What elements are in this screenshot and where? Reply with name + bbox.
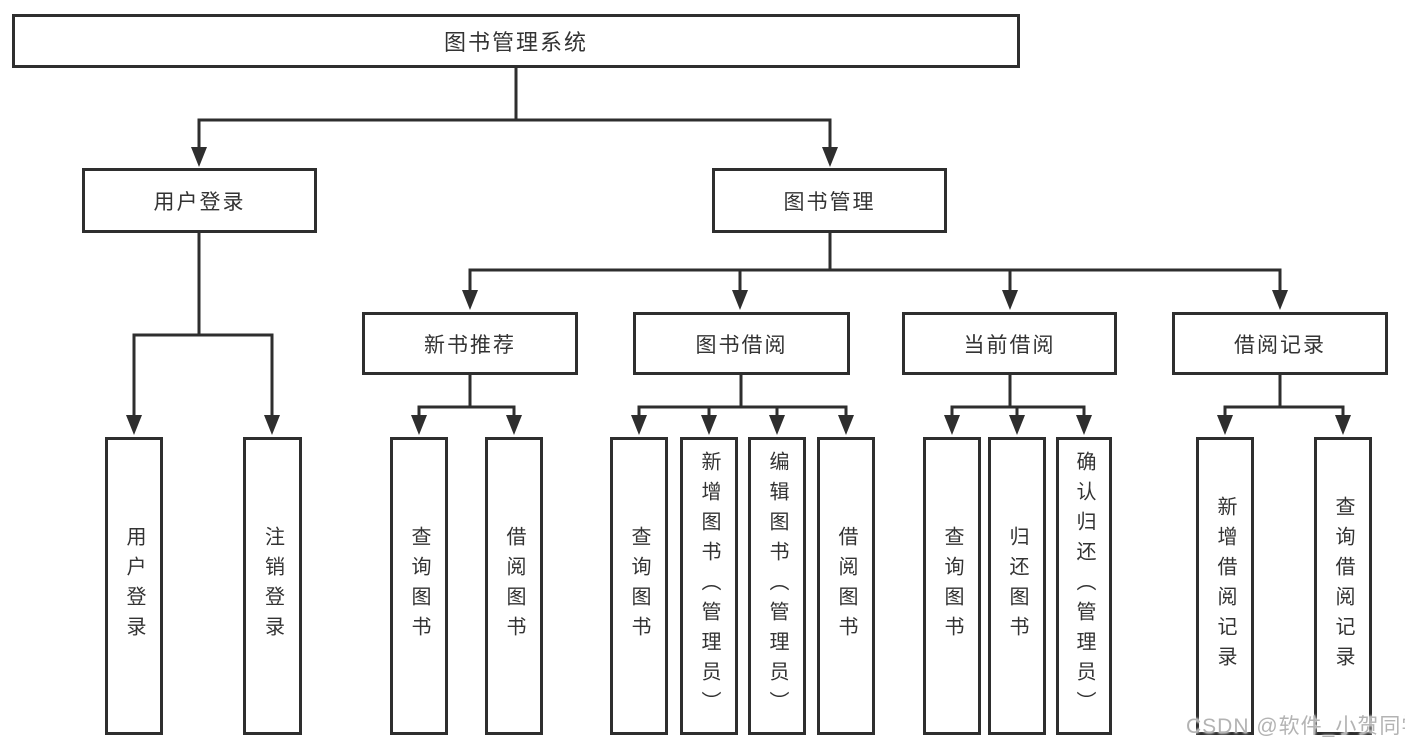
- leaf-logout-label: 注销登录: [261, 526, 284, 646]
- arrowheads: [126, 147, 1351, 435]
- csdn-watermark: CSDN @软件_小贺同学: [1186, 715, 1405, 738]
- node-current-borrowing: 当前借阅: [902, 312, 1117, 375]
- leaf-current-query-book-label: 查询图书: [941, 526, 963, 646]
- leaf-user-login: 用户登录: [105, 437, 163, 735]
- leaf-add-book-admin: 新增图书（管理员）: [680, 437, 738, 735]
- leaf-user-login-label: 用户登录: [123, 526, 145, 646]
- node-book-management: 图书管理: [712, 168, 947, 233]
- leaf-add-borrow-record-label: 新增借阅记录: [1214, 496, 1236, 676]
- node-borrowing-records-label: 借阅记录: [1234, 333, 1326, 357]
- leaf-recommend-borrow-book: 借阅图书: [485, 437, 543, 735]
- leaf-add-borrow-record: 新增借阅记录: [1196, 437, 1254, 735]
- node-new-book-recommendation: 新书推荐: [362, 312, 578, 375]
- node-user-login-label: 用户登录: [153, 190, 246, 214]
- node-book-borrowing: 图书借阅: [633, 312, 850, 375]
- leaf-logout: 注销登录: [243, 437, 302, 735]
- leaf-borrowing-borrow-book-label: 借阅图书: [835, 526, 857, 646]
- node-new-book-recommendation-label: 新书推荐: [424, 333, 516, 357]
- leaf-query-borrow-record: 查询借阅记录: [1314, 437, 1372, 735]
- leaf-return-book-label: 归还图书: [1006, 526, 1028, 646]
- node-root-label: 图书管理系统: [443, 30, 588, 55]
- leaf-add-book-admin-label: 新增图书（管理员）: [698, 451, 720, 721]
- node-book-management-label: 图书管理: [783, 190, 876, 214]
- leaf-borrowing-borrow-book: 借阅图书: [817, 437, 875, 735]
- node-current-borrowing-label: 当前借阅: [963, 333, 1056, 357]
- leaf-return-book: 归还图书: [988, 437, 1046, 735]
- leaf-edit-book-admin-label: 编辑图书（管理员）: [766, 451, 788, 721]
- node-borrowing-records: 借阅记录: [1172, 312, 1388, 375]
- leaf-confirm-return-admin: 确认归还（管理员）: [1056, 437, 1112, 735]
- leaf-confirm-return-admin-label: 确认归还（管理员）: [1073, 451, 1095, 721]
- leaf-current-query-book: 查询图书: [923, 437, 981, 735]
- leaf-recommend-query-book-label: 查询图书: [408, 526, 430, 646]
- leaf-recommend-query-book: 查询图书: [390, 437, 448, 735]
- leaf-borrowing-query-book: 查询图书: [610, 437, 668, 735]
- leaf-query-borrow-record-label: 查询借阅记录: [1332, 496, 1354, 676]
- node-user-login: 用户登录: [82, 168, 317, 233]
- leaf-recommend-borrow-book-label: 借阅图书: [503, 526, 525, 646]
- node-root: 图书管理系统: [12, 14, 1020, 68]
- node-book-borrowing-label: 图书借阅: [695, 333, 788, 357]
- leaf-borrowing-query-book-label: 查询图书: [628, 526, 650, 646]
- leaf-edit-book-admin: 编辑图书（管理员）: [748, 437, 806, 735]
